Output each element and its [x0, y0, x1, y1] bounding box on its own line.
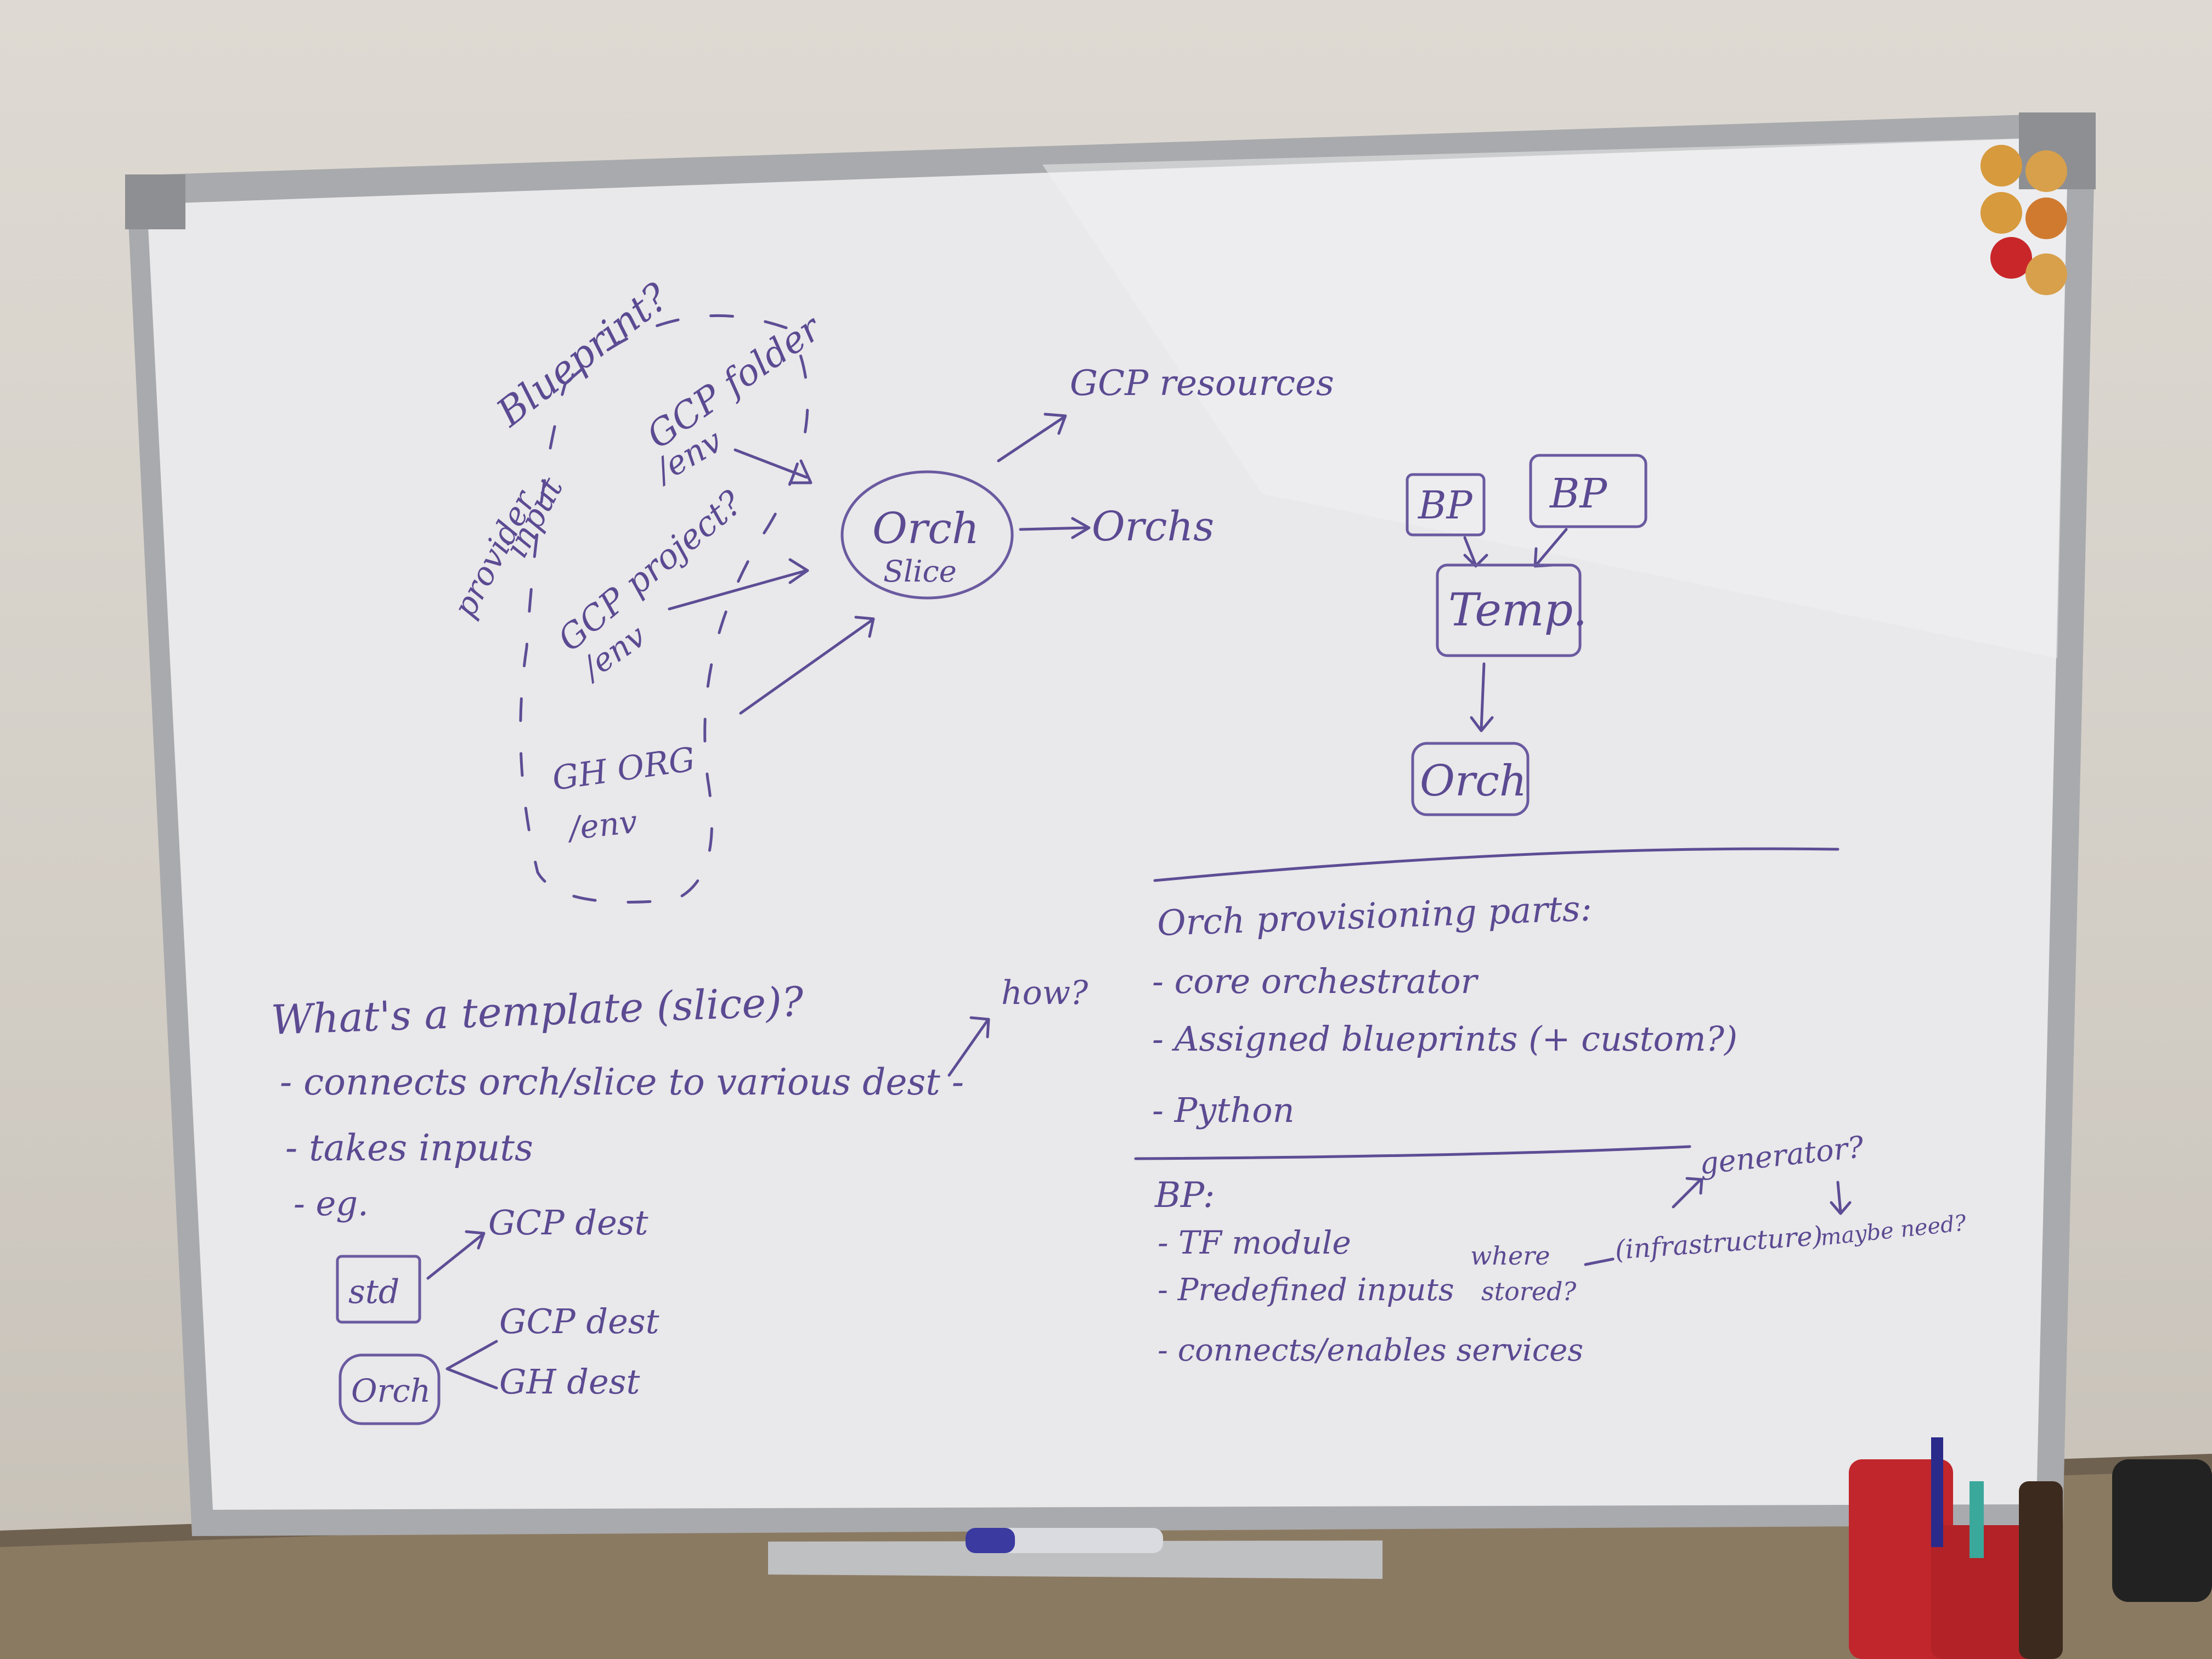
- arrow-to-generator: [1672, 1177, 1703, 1209]
- bp-box-right: [1529, 454, 1647, 528]
- orch-slice-slice-label: Slice: [883, 554, 957, 589]
- emoji-magnet-icon: [2025, 150, 2067, 192]
- emoji-magnet-icon: [1980, 145, 2022, 187]
- emoji-magnet-icon: [2025, 253, 2067, 295]
- orch-label: Orch: [1420, 757, 1527, 806]
- provisioning-item-2: - Assigned blueprints (+ custom?): [1152, 1019, 1737, 1059]
- marker-body: [966, 1528, 1163, 1553]
- pen-holder-cup: [1849, 1459, 1953, 1659]
- frame-corner-top-left: [125, 174, 185, 229]
- arrow-to-how: [947, 1016, 990, 1077]
- bp-item-3: - connects/enables services: [1158, 1333, 1583, 1368]
- divider-line-top: [1153, 847, 1839, 882]
- bp-item-1: - TF module: [1158, 1224, 1351, 1261]
- orch-dest-gh-label: GH dest: [499, 1362, 640, 1402]
- where-label: where: [1470, 1241, 1550, 1271]
- arrow-to-infrastructure: [1584, 1257, 1615, 1266]
- marker-cap: [966, 1528, 1015, 1553]
- temp-box: [1436, 563, 1582, 657]
- arrow-orch-to-dests: [445, 1340, 498, 1390]
- pen-icon: [1970, 1481, 1984, 1558]
- divider-line-bottom: [1134, 1145, 1691, 1160]
- pen-icon: [1931, 1437, 1943, 1547]
- bp-right-label: BP: [1549, 470, 1607, 517]
- template-bullet-1: - connects orch/slice to various dest -: [280, 1061, 964, 1103]
- std-dest-label: GCP dest: [488, 1203, 648, 1243]
- gcp-resources-label: GCP resources: [1070, 363, 1334, 404]
- bp-item-2: - Predefined inputs: [1158, 1272, 1454, 1308]
- how-label: how?: [1001, 974, 1088, 1012]
- orch-slice-circle: [840, 470, 1014, 600]
- arrow-std-to-dest: [426, 1230, 486, 1280]
- orch-small-box: [338, 1353, 441, 1425]
- bottle-icon: [2019, 1481, 2063, 1659]
- arrow-slice-to-orchs: [1019, 517, 1091, 539]
- pen-tray: [768, 1541, 1383, 1579]
- arrow-project-to-slice: [668, 558, 809, 611]
- provisioning-item-1: - core orchestrator: [1152, 961, 1479, 1001]
- orch-slice-orch-label: Orch: [872, 504, 979, 554]
- arrow-temp-to-orch: [1470, 662, 1494, 732]
- stored-label: stored?: [1481, 1277, 1576, 1306]
- temp-label: Temp.: [1448, 584, 1587, 636]
- arrow-slice-to-resources: [997, 413, 1067, 462]
- arrow-ghorg-to-slice: [739, 616, 875, 715]
- arrow-to-maybe-need: [1830, 1181, 1852, 1215]
- power-socket-icon: [2112, 1459, 2212, 1602]
- bp-box-left: [1406, 473, 1486, 537]
- bp-notes: BP: - TF module - Predefined inputs - co…: [1154, 1130, 1968, 1368]
- bp-left-label: BP: [1417, 483, 1473, 528]
- board-glare: [1042, 137, 2068, 658]
- template-bullet-3: - eg.: [294, 1183, 369, 1223]
- dashed-group-outline: [519, 314, 809, 904]
- orchs-label: Orchs: [1092, 503, 1214, 550]
- std-label: std: [348, 1273, 399, 1311]
- emoji-magnet-icon: [2025, 198, 2067, 239]
- right-diagram: BP BP Temp. Orch: [1406, 454, 1647, 816]
- emoji-magnet-icon: [1980, 192, 2022, 234]
- heart-magnet-icon: [1990, 237, 2032, 279]
- orch-small-label: Orch: [351, 1372, 431, 1409]
- orch-box: [1411, 742, 1530, 816]
- template-bullet-2: - takes inputs: [285, 1127, 533, 1169]
- orch-dest-gcp-label: GCP dest: [499, 1301, 659, 1341]
- gh-org-env-label: /env: [565, 803, 639, 847]
- std-box: [336, 1255, 421, 1324]
- arrow-folder-to-slice: [733, 448, 812, 484]
- provisioning-item-3: - Python: [1152, 1090, 1295, 1130]
- bp-heading: BP:: [1154, 1175, 1215, 1216]
